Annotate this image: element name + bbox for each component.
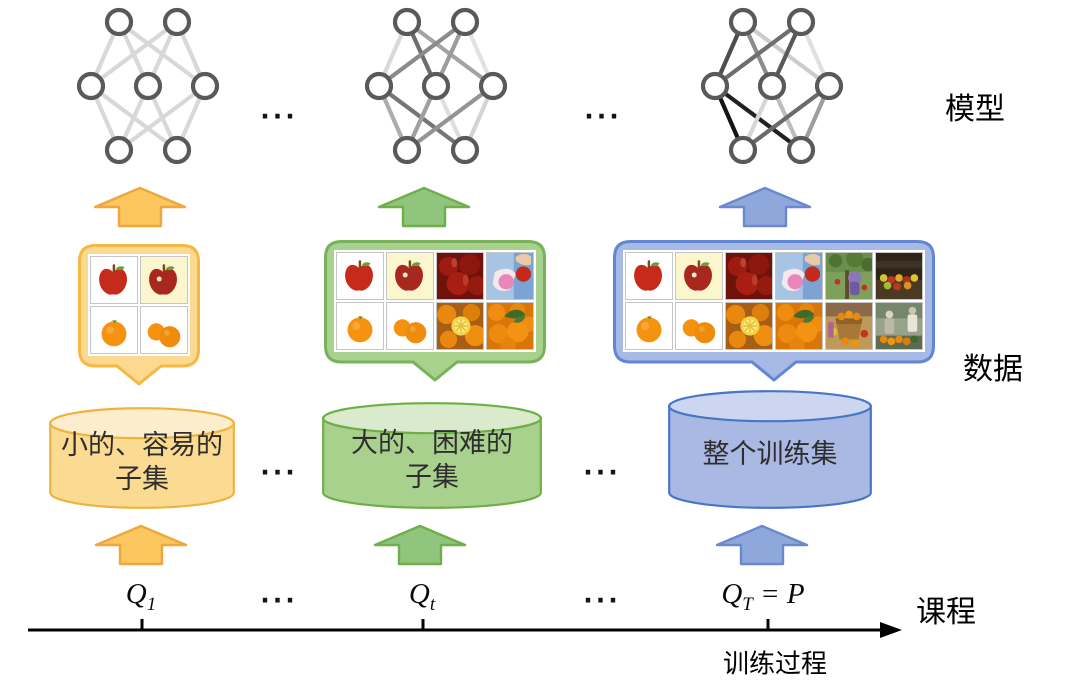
tile-oranges-white	[140, 306, 188, 354]
tile-apple-white	[336, 252, 384, 300]
image-tile-grid	[623, 250, 925, 352]
tile-orange-slices-photo	[436, 302, 484, 350]
ellipsis-model-row-2: ...	[584, 95, 622, 125]
block-arrow-shape	[377, 186, 471, 228]
block-arrow-shape	[718, 186, 812, 228]
block-arrow-shape	[94, 524, 188, 566]
tile-apple-white	[625, 252, 673, 300]
tile-orange-white	[90, 306, 138, 354]
block-arrow-shape	[373, 524, 467, 566]
cylinder-shape	[668, 390, 872, 509]
tile-oranges-white	[675, 302, 723, 350]
curriculum-step-label-Q1: Q1	[125, 578, 157, 615]
axis-arrowhead-icon	[880, 622, 902, 638]
up-arrow-data-to-model-1-icon	[93, 186, 187, 228]
tile-apples-dark-photo	[436, 252, 484, 300]
dataset-cylinder-stage-T: 整个训练集	[667, 389, 873, 510]
training-timeline-axis	[28, 619, 902, 638]
tile-oranges-white	[386, 302, 434, 350]
block-arrow-shape	[715, 524, 809, 566]
tile-apple-white	[90, 256, 138, 304]
up-arrow-curriculum-to-data-3-icon	[715, 524, 809, 566]
up-arrow-curriculum-to-data-1-icon	[94, 524, 188, 566]
tile-orange-white	[336, 302, 384, 350]
ellipsis-cylinder-row-1: ...	[260, 451, 298, 481]
neural-network-stage-1-icon	[76, 7, 220, 165]
up-arrow-data-to-model-3-icon	[718, 186, 812, 228]
cylinder-shape	[322, 402, 542, 509]
tile-oranges-leaves-photo	[775, 302, 823, 350]
ellipsis-curriculum-row-2: ...	[583, 579, 621, 609]
image-tile-grid	[334, 250, 536, 352]
tile-orchard-photo	[825, 252, 873, 300]
neural-network-stage-T-icon	[700, 7, 844, 165]
dataset-cylinder-stage-t: 大的、困难的 子集	[321, 401, 543, 510]
tile-apple-cream	[386, 252, 434, 300]
row-label-curriculum: 课程	[916, 596, 976, 629]
data-callout-stage-t	[324, 240, 546, 382]
image-tile-grid	[88, 254, 190, 356]
data-callout-stage-1	[78, 244, 200, 386]
block-arrow-shape	[93, 186, 187, 228]
dataset-cylinder-label: 整个训练集	[702, 438, 838, 469]
tile-apples-dark-photo	[725, 252, 773, 300]
ellipsis-curriculum-row-1: ...	[260, 579, 298, 609]
row-label-data: 数据	[963, 353, 1023, 386]
tile-hand-apple-photo	[775, 252, 823, 300]
tile-orange-white	[625, 302, 673, 350]
data-callout-stage-T	[613, 240, 935, 382]
tile-oranges-leaves-photo	[486, 302, 534, 350]
neural-network-stage-t-icon	[364, 7, 508, 165]
network-nodes	[364, 7, 508, 165]
network-nodes	[76, 7, 220, 165]
cylinder-shape	[49, 407, 235, 509]
curriculum-step-label-Qt: Qt	[408, 578, 436, 615]
tile-apple-cream	[675, 252, 723, 300]
dataset-cylinder-stage-1: 小的、容易的 子集	[48, 406, 236, 510]
dataset-cylinder-label: 小的、容易的 子集	[61, 430, 223, 494]
row-label-model: 模型	[945, 93, 1005, 126]
ellipsis-model-row-1: ...	[260, 95, 298, 125]
ellipsis-cylinder-row-2: ...	[583, 451, 621, 481]
dataset-cylinder-label: 大的、困难的 子集	[351, 427, 513, 492]
curriculum-step-label-QT-equals-P: QT = P	[721, 578, 805, 615]
tile-market-people-photo	[875, 302, 923, 350]
tile-orange-slices-photo	[725, 302, 773, 350]
up-arrow-data-to-model-2-icon	[377, 186, 471, 228]
up-arrow-curriculum-to-data-2-icon	[373, 524, 467, 566]
axis-caption-training-process: 训练过程	[722, 648, 828, 679]
tile-oranges-market-photo	[825, 302, 873, 350]
network-nodes	[700, 7, 844, 165]
tile-apple-cream	[140, 256, 188, 304]
tile-hand-apple-photo	[486, 252, 534, 300]
tile-apples-market-photo	[875, 252, 923, 300]
